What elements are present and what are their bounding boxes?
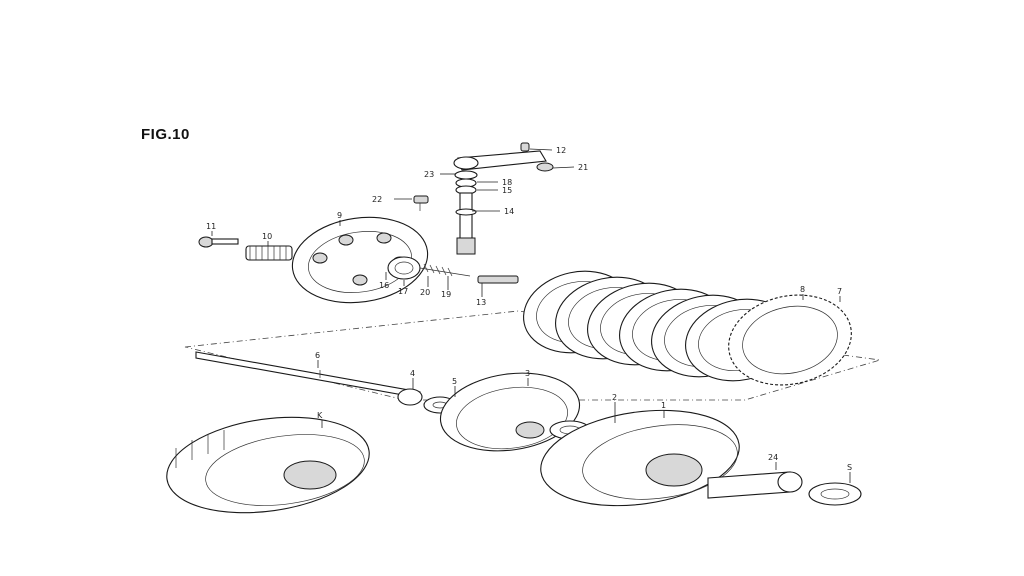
callout-21: 21 xyxy=(578,163,588,172)
pressure-plate-assembly xyxy=(198,216,519,304)
callout-labels: 12 21 23 18 15 22 14 11 10 9 16 17 20 19… xyxy=(206,146,852,472)
leader-lines xyxy=(211,148,851,483)
callout-12: 12 xyxy=(556,146,566,155)
clutch-hub xyxy=(439,372,591,452)
callout-24: 24 xyxy=(768,453,778,462)
callout-K: K xyxy=(317,411,323,420)
callout-18: 18 xyxy=(502,178,512,187)
callout-7: 7 xyxy=(837,287,842,296)
callout-20: 20 xyxy=(420,288,430,297)
callout-S: S xyxy=(847,463,852,472)
clutch-basket xyxy=(166,416,370,514)
callout-2: 2 xyxy=(612,393,617,402)
release-lever-assembly xyxy=(413,142,554,255)
callout-15: 15 xyxy=(502,186,512,195)
callout-23: 23 xyxy=(424,170,434,179)
callout-17: 17 xyxy=(398,287,408,296)
callout-8: 8 xyxy=(800,285,805,294)
callout-3: 3 xyxy=(525,369,530,378)
callout-6: 6 xyxy=(315,351,320,360)
figure-title: FIG.10 xyxy=(141,126,190,143)
callout-19: 19 xyxy=(441,290,451,299)
clutch-disc-stack xyxy=(523,270,852,386)
callout-5: 5 xyxy=(452,377,457,386)
callout-22: 22 xyxy=(372,195,382,204)
callout-1: 1 xyxy=(661,401,666,410)
callout-16: 16 xyxy=(379,281,389,290)
callout-13: 13 xyxy=(476,298,486,307)
clutch-outer xyxy=(540,409,862,507)
callout-10: 10 xyxy=(262,232,272,241)
callout-14: 14 xyxy=(504,207,514,216)
assembly-outline xyxy=(184,310,881,401)
callout-11: 11 xyxy=(206,222,216,231)
main-shaft xyxy=(195,351,457,414)
callout-4: 4 xyxy=(410,369,415,378)
callout-9: 9 xyxy=(337,211,342,220)
